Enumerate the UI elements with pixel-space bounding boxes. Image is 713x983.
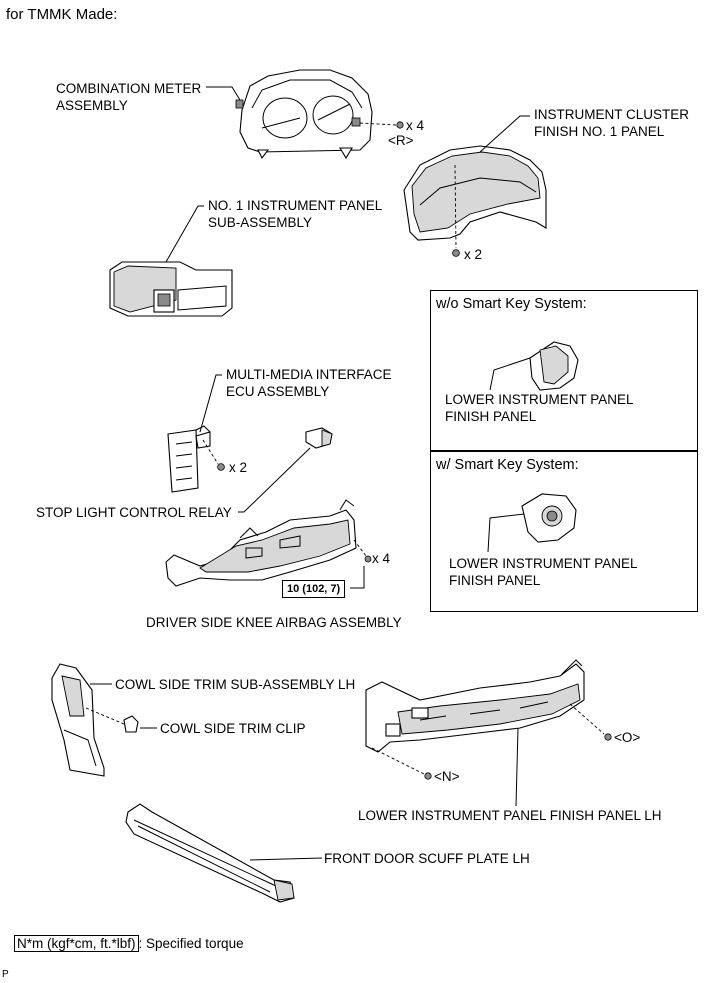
no1-instrument-panel-drawing (109, 205, 233, 317)
variant-title: w/ Smart Key System: (436, 457, 579, 473)
cowl-side-trim-drawing (51, 663, 157, 777)
cluster-screw-qty: x 2 (464, 247, 483, 262)
meter-screw-ref: <R> (388, 133, 414, 148)
screw-ref-o: <O> (614, 730, 641, 745)
airbag-bolt-qty: x 4 (372, 551, 391, 566)
scuff-plate-drawing (125, 803, 323, 903)
torque-legend-symbol: N*m (kgf*cm, ft.*lbf) (14, 935, 139, 952)
screw-ref-n: <N> (434, 769, 460, 784)
lower-finish-panel-lh-drawing (365, 659, 612, 807)
combination-meter-drawing (206, 69, 404, 160)
airbag-torque-spec: 10 (102, 7) (282, 580, 346, 598)
variant-part-label: LOWER INSTRUMENT PANEL FINISH PANEL (445, 392, 634, 424)
meter-screw-qty: x 4 (406, 118, 425, 133)
combination-meter-label: COMBINATION METER ASSEMBLY (56, 81, 202, 113)
knee-airbag-label: DRIVER SIDE KNEE AIRBAG ASSEMBLY (146, 615, 402, 630)
instrument-cluster-finish-panel-drawing (403, 115, 547, 257)
variant-title: w/o Smart Key System: (436, 296, 587, 312)
lower-finish-panel-smartkey-drawing (487, 493, 577, 553)
cowl-trim-label: COWL SIDE TRIM SUB-ASSEMBLY LH (115, 677, 356, 692)
cowl-clip-label: COWL SIDE TRIM CLIP (160, 721, 306, 736)
instrument-cluster-label: INSTRUMENT CLUSTER FINISH NO. 1 PANEL (534, 107, 690, 139)
footer-code: P (2, 969, 9, 980)
stop-light-relay-drawing (238, 427, 333, 513)
knee-airbag-drawing (165, 499, 372, 589)
page-header: for TMMK Made: (6, 6, 118, 23)
torque-legend-text: : Specified torque (138, 936, 244, 951)
no1-instrument-panel-label: NO. 1 INSTRUMENT PANEL SUB-ASSEMBLY (208, 198, 383, 230)
multimedia-ecu-label: MULTI-MEDIA INTERFACE ECU ASSEMBLY (226, 367, 392, 399)
lower-finish-panel-no-smartkey-drawing (489, 341, 579, 391)
variant-box-no-smartkey: w/o Smart Key System: LOWER INSTRUMENT P… (430, 290, 698, 452)
variant-part-label: LOWER INSTRUMENT PANEL FINISH PANEL (449, 556, 638, 588)
multimedia-ecu-drawing (167, 374, 225, 493)
stop-light-relay-label: STOP LIGHT CONTROL RELAY (36, 505, 232, 520)
ecu-screw-qty: x 2 (229, 460, 248, 475)
variant-box-smartkey: w/ Smart Key System: LOWER INSTRUMENT PA… (430, 450, 698, 612)
lower-finish-lh-label: LOWER INSTRUMENT PANEL FINISH PANEL LH (358, 808, 662, 823)
scuff-plate-label: FRONT DOOR SCUFF PLATE LH (324, 851, 530, 866)
torque-legend: N*m (kgf*cm, ft.*lbf): Specified torque (14, 935, 244, 952)
